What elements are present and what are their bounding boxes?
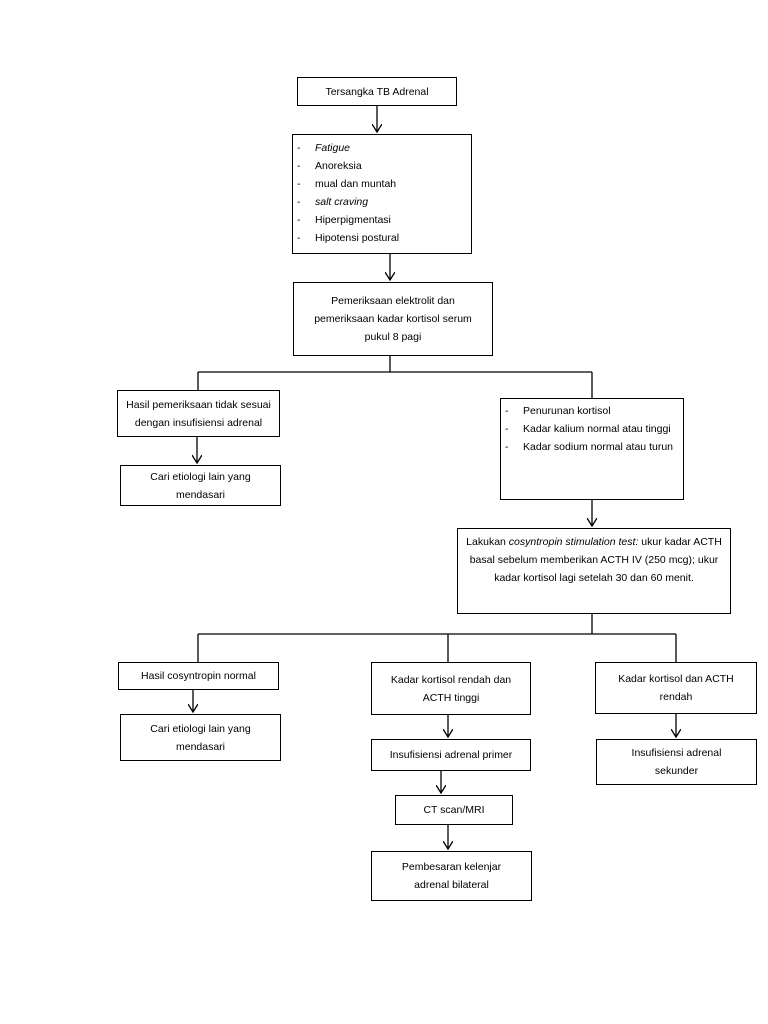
- node-text: Kadar kortisol rendah dan: [390, 673, 512, 686]
- node-text: Tersangka TB Adrenal: [325, 85, 429, 98]
- symptom-item: Hiperpigmentasi: [293, 211, 471, 229]
- node-text: Pembesaran kelenjar: [401, 861, 502, 873]
- node-text: pukul 8 pagi: [364, 331, 422, 343]
- low-cortisol-high-acth-box: Kadar kortisol rendah dan ACTH tinggi: [371, 662, 531, 715]
- finding-item: Penurunan kortisol: [501, 402, 675, 420]
- node-text: Lakukan: [466, 536, 509, 548]
- symptom-item: mual dan muntah: [293, 175, 471, 193]
- node-text: Hasil pemeriksaan tidak sesuai: [126, 398, 271, 411]
- lab-findings-list: Penurunan kortisol Kadar kalium normal a…: [501, 402, 675, 456]
- node-text: mendasari: [175, 740, 226, 753]
- low-cortisol-low-acth-box: Kadar kortisol dan ACTH rendah: [595, 662, 757, 714]
- node-text: pemeriksaan kadar kortisol serum: [314, 313, 472, 325]
- node-text: sekunder: [654, 765, 699, 777]
- node-text: Hasil cosyntropin normal: [141, 670, 256, 682]
- symptoms-box: Fatigue Anoreksia mual dan muntah salt c…: [292, 134, 472, 254]
- node-text: Kadar kortisol dan ACTH: [618, 673, 734, 685]
- finding-item: Kadar sodium normal atau turun: [501, 438, 675, 456]
- node-text: Cari etiologi lain yang: [150, 470, 251, 483]
- node-text: dengan insufisiensi adrenal: [134, 416, 263, 429]
- other-etiology-box-1: Cari etiologi lain yang mendasari: [120, 465, 281, 506]
- node-text: ACTH tinggi: [422, 691, 480, 704]
- lab-findings-box: Penurunan kortisol Kadar kalium normal a…: [500, 398, 684, 500]
- symptom-item: salt craving: [293, 193, 471, 211]
- suspect-tb-adrenal-box: Tersangka TB Adrenal: [297, 77, 457, 106]
- node-text: ukur kadar ACTH basal sebelum memberikan…: [469, 536, 722, 584]
- cosyntropin-normal-box: Hasil cosyntropin normal: [118, 662, 279, 690]
- secondary-insufficiency-box: Insufisiensi adrenal sekunder: [596, 739, 757, 785]
- node-text: mendasari: [175, 488, 226, 501]
- node-text: Pemeriksaan elektrolit dan: [331, 295, 455, 307]
- node-text: Cari etiologi lain yang: [150, 722, 251, 735]
- other-etiology-box-2: Cari etiologi lain yang mendasari: [120, 714, 281, 761]
- symptoms-list: Fatigue Anoreksia mual dan muntah salt c…: [293, 139, 471, 247]
- stimulation-test-box: Lakukan cosyntropin stimulation test: uk…: [457, 528, 731, 614]
- primary-insufficiency-box: Insufisiensi adrenal primer: [371, 739, 531, 771]
- node-text: rendah: [659, 691, 693, 703]
- node-text: Insufisiensi adrenal: [631, 747, 722, 759]
- symptom-item: Anoreksia: [293, 157, 471, 175]
- node-text: Insufisiensi adrenal primer: [389, 749, 513, 761]
- finding-item: Kadar kalium normal atau tinggi: [501, 420, 675, 438]
- exam-box: Pemeriksaan elektrolit dan pemeriksaan k…: [293, 282, 493, 356]
- result-not-match-box: Hasil pemeriksaan tidak sesuai dengan in…: [117, 390, 280, 437]
- ct-mri-box: CT scan/MRI: [395, 795, 513, 825]
- symptom-item: Hipotensi postural: [293, 229, 471, 247]
- symptom-item: Fatigue: [293, 139, 471, 157]
- node-text: cosyntropin stimulation test:: [508, 536, 639, 548]
- node-text: adrenal bilateral: [414, 879, 489, 891]
- enlargement-box: Pembesaran kelenjar adrenal bilateral: [371, 851, 532, 901]
- node-text: CT scan/MRI: [423, 804, 485, 816]
